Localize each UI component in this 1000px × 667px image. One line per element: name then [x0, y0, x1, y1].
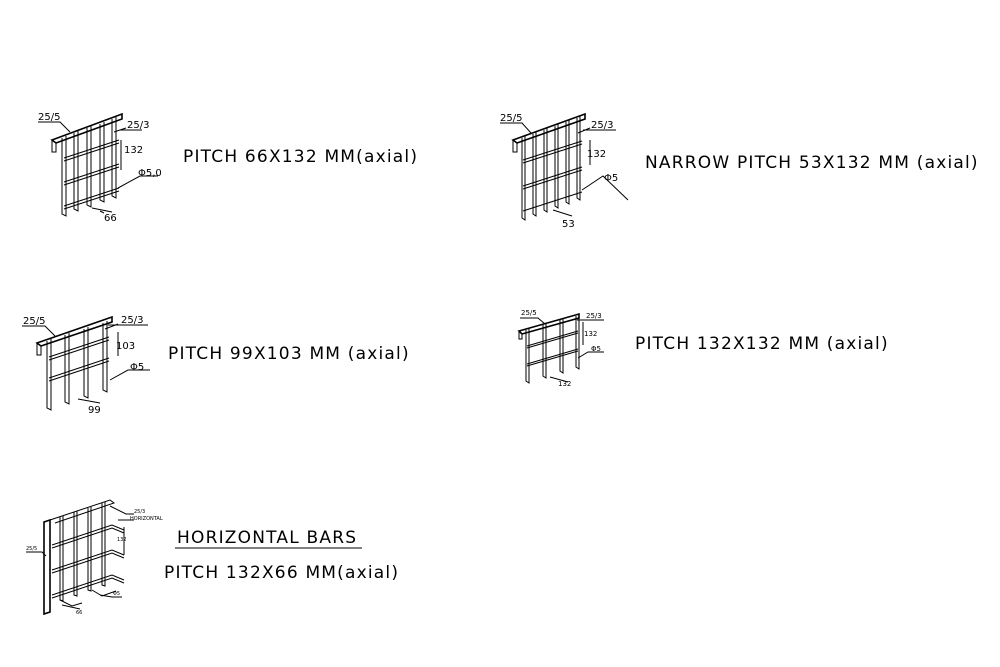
detail-title-66x132: PITCH 66X132 MM(axial) — [183, 147, 418, 167]
detail-title-132x132: PITCH 132X132 MM (axial) — [635, 334, 889, 354]
dim-bar-pitch: 66 — [76, 610, 82, 616]
dim-bearing-bar: 25/3 — [586, 312, 602, 320]
dim-bearing-bar: 25/3 — [121, 315, 143, 326]
dim-top-bar: 25/5 — [521, 309, 537, 317]
detail-title-99x103: PITCH 99X103 MM (axial) — [168, 344, 410, 364]
dim-bar-pitch: 53 — [562, 219, 575, 230]
dim-top-bar: 25/5 — [500, 113, 522, 124]
dim-side-bar: 25/5 — [26, 546, 37, 552]
dim-cross-pitch: 132 — [587, 149, 606, 160]
dim-cross-pitch: 132 — [124, 145, 143, 156]
dim-cross-pitch: 132 — [584, 330, 597, 338]
detail-title-132x66: PITCH 132X66 MM(axial) — [164, 563, 399, 583]
dim-bar-pitch: 99 — [88, 405, 101, 416]
dim-bearing-bar: 25/3 — [591, 120, 613, 131]
dim-cross-pitch: 132 — [117, 537, 127, 543]
dim-bearing-bar: 25/3 — [127, 120, 149, 131]
dim-rod: Φ5 — [113, 591, 120, 597]
dim-cross-pitch: 103 — [116, 341, 135, 352]
dim-top-bar: 25/5 — [38, 112, 60, 123]
dim-bar-pitch: 132 — [558, 380, 571, 388]
dim-rod: Φ5 — [130, 362, 144, 373]
grating-detail-53x132 — [500, 112, 629, 221]
dim-bar-pitch: 66 — [104, 213, 117, 224]
dim-top-bar: 25/5 — [23, 316, 45, 327]
detail-title-53x132: NARROW PITCH 53X132 MM (axial) — [645, 153, 979, 173]
grating-detail-horizontal-132x66 — [26, 499, 134, 616]
dim-rod: Φ5 — [591, 345, 601, 353]
dim-bearing-note: HORIZONTAL — [130, 516, 163, 522]
dim-bearing-bar: 25/3 — [134, 509, 145, 515]
grating-detail-132x132 — [517, 312, 604, 384]
grating-detail-99x103 — [22, 315, 150, 411]
detail-heading-horizontal-bars: HORIZONTAL BARS — [177, 528, 357, 548]
dim-rod: Φ5 — [604, 173, 618, 184]
grating-detail-66x132 — [38, 112, 158, 217]
dim-rod: Φ5,0 — [138, 168, 162, 179]
